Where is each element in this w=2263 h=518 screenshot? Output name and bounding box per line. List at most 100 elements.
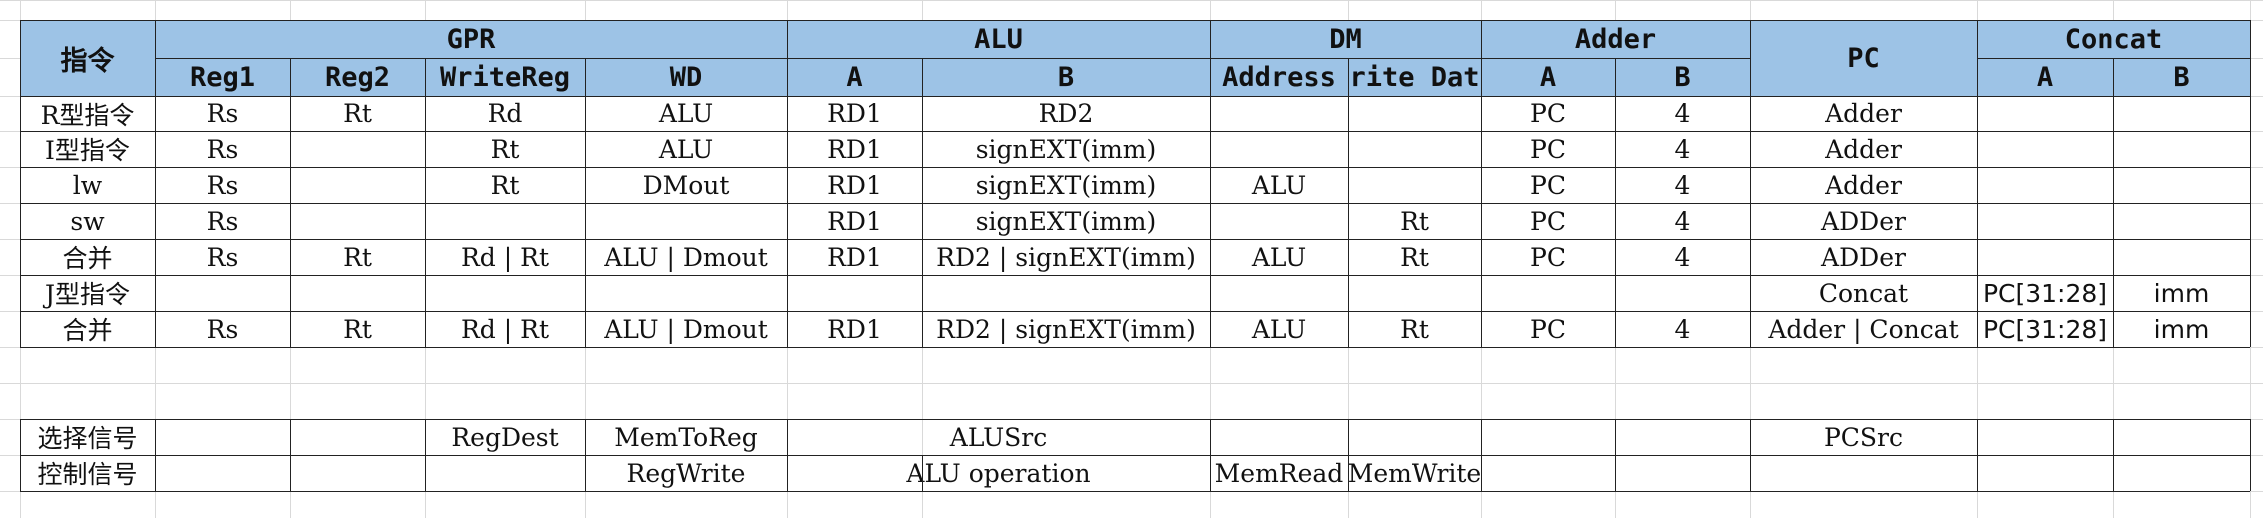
data-cell[interactable]: 4 [1674,206,1691,236]
header-gpr-writereg[interactable]: WriteReg [425,58,585,96]
data-cell[interactable]: RD2 | signEXT(imm) [936,314,1196,344]
header-alu-a[interactable]: A [787,58,922,96]
data-cell[interactable] [1210,203,1348,239]
data-cell[interactable]: ALU [658,99,714,128]
data-cell[interactable]: PC [1530,242,1566,272]
data-cell[interactable] [1210,96,1348,131]
data-cell[interactable] [1977,96,2113,131]
signal-alusrc[interactable]: ALUSrc [949,422,1048,452]
data-cell[interactable]: ALU [658,134,714,164]
data-cell[interactable]: signEXT(imm) [975,170,1157,200]
data-cell[interactable] [787,275,922,311]
signal-regdest[interactable]: RegDest [451,422,559,452]
header-dm-1[interactable]: rite Dat [1348,58,1481,96]
row-label[interactable]: I型指令 [45,136,130,165]
control-signal-label[interactable]: 控制信号 [37,460,138,489]
data-cell[interactable]: Rs [206,99,239,128]
data-cell[interactable]: 4 [1674,134,1691,164]
data-cell[interactable]: Rt [1400,314,1429,344]
data-cell[interactable]: ADDer [1821,206,1906,236]
header-dm[interactable]: DM [1210,20,1481,58]
data-cell[interactable] [1210,275,1348,311]
data-cell[interactable] [2113,239,2250,275]
data-cell[interactable] [1348,275,1481,311]
data-cell[interactable]: PC [1530,99,1566,128]
header-gpr-reg2[interactable]: Reg2 [290,58,425,96]
data-cell[interactable]: RD1 [827,170,882,200]
row-label[interactable]: sw [70,206,105,236]
data-cell[interactable]: Rd [487,99,523,128]
header-gpr[interactable]: GPR [155,20,787,58]
header-concat[interactable]: Concat [1977,20,2250,58]
data-cell[interactable]: RD2 | signEXT(imm) [936,242,1196,272]
data-cell[interactable]: ADDer [1821,242,1906,272]
data-cell[interactable]: PC [1530,206,1566,236]
data-cell[interactable]: 4 [1674,99,1691,128]
data-cell[interactable] [1977,239,2113,275]
data-cell[interactable]: Adder | Concat [1768,314,1959,344]
data-cell[interactable]: RD2 [1038,99,1094,128]
data-cell[interactable] [2113,203,2250,239]
header-instruction[interactable]: 指令 [20,20,155,96]
data-cell[interactable]: RD1 [827,134,882,164]
data-cell[interactable]: Rt [1400,206,1429,236]
header-alu-b[interactable]: B [922,58,1210,96]
data-cell[interactable] [290,203,425,239]
row-label[interactable]: J型指令 [44,280,131,309]
data-cell[interactable]: Rt [343,99,372,128]
data-cell[interactable]: PC [1530,134,1566,164]
data-cell[interactable] [2113,131,2250,167]
header-concat-a[interactable]: A [1977,58,2113,96]
data-cell[interactable]: ALU [1251,170,1307,200]
data-cell[interactable]: Rs [206,134,239,164]
data-cell[interactable]: Rt [343,242,372,272]
data-cell[interactable] [155,275,290,311]
data-cell[interactable] [425,275,585,311]
header-adder-a[interactable]: A [1481,58,1615,96]
data-cell[interactable] [2113,167,2250,203]
signal-alu-operation[interactable]: ALU operation [906,458,1091,488]
signal-regwrite[interactable]: RegWrite [626,458,746,488]
data-cell[interactable]: Concat [1818,278,1909,308]
data-cell[interactable]: RD1 [827,99,882,128]
data-cell[interactable]: RD1 [827,242,882,272]
data-cell[interactable] [1977,167,2113,203]
data-cell[interactable]: RD1 [827,314,882,344]
data-cell[interactable]: Rt [490,134,520,164]
data-cell[interactable]: ALU [1251,314,1307,344]
data-cell[interactable] [922,275,1210,311]
data-cell[interactable]: PC [1530,170,1566,200]
data-cell[interactable]: signEXT(imm) [975,206,1157,236]
row-label[interactable]: 合并 [62,244,113,273]
data-cell[interactable]: PC[31:28] [1982,278,2108,308]
data-cell[interactable]: Rs [206,170,239,200]
data-cell[interactable]: 4 [1674,242,1691,272]
data-cell[interactable]: PC [1530,314,1566,344]
data-cell[interactable]: imm [2153,278,2210,308]
data-cell[interactable]: Rs [206,206,239,236]
data-cell[interactable] [290,167,425,203]
data-cell[interactable]: Rt [490,170,520,200]
data-cell[interactable] [1348,131,1481,167]
signal-memread[interactable]: MemRead [1214,458,1344,488]
data-cell[interactable]: PC[31:28] [1982,314,2108,344]
data-cell[interactable] [585,275,787,311]
data-cell[interactable] [2113,96,2250,131]
signal-memtoreg[interactable]: MemToReg [614,422,758,452]
header-alu[interactable]: ALU [787,20,1210,58]
data-cell[interactable]: Adder [1825,134,1902,164]
data-cell[interactable] [290,131,425,167]
data-cell[interactable]: Rs [206,242,239,272]
header-pc[interactable]: PC [1750,20,1977,96]
data-cell[interactable] [1977,131,2113,167]
data-cell[interactable] [1348,96,1481,131]
data-cell[interactable]: 4 [1674,170,1691,200]
data-cell[interactable]: ALU | Dmout [604,242,768,272]
row-label[interactable]: R型指令 [40,100,135,130]
signal-pcsrc[interactable]: PCSrc [1823,422,1904,452]
data-cell[interactable]: ALU [1251,242,1307,272]
header-adder-b[interactable]: B [1615,58,1750,96]
data-cell[interactable]: imm [2153,314,2210,344]
data-cell[interactable]: Rt [343,314,372,344]
data-cell[interactable]: DMout [642,170,730,200]
